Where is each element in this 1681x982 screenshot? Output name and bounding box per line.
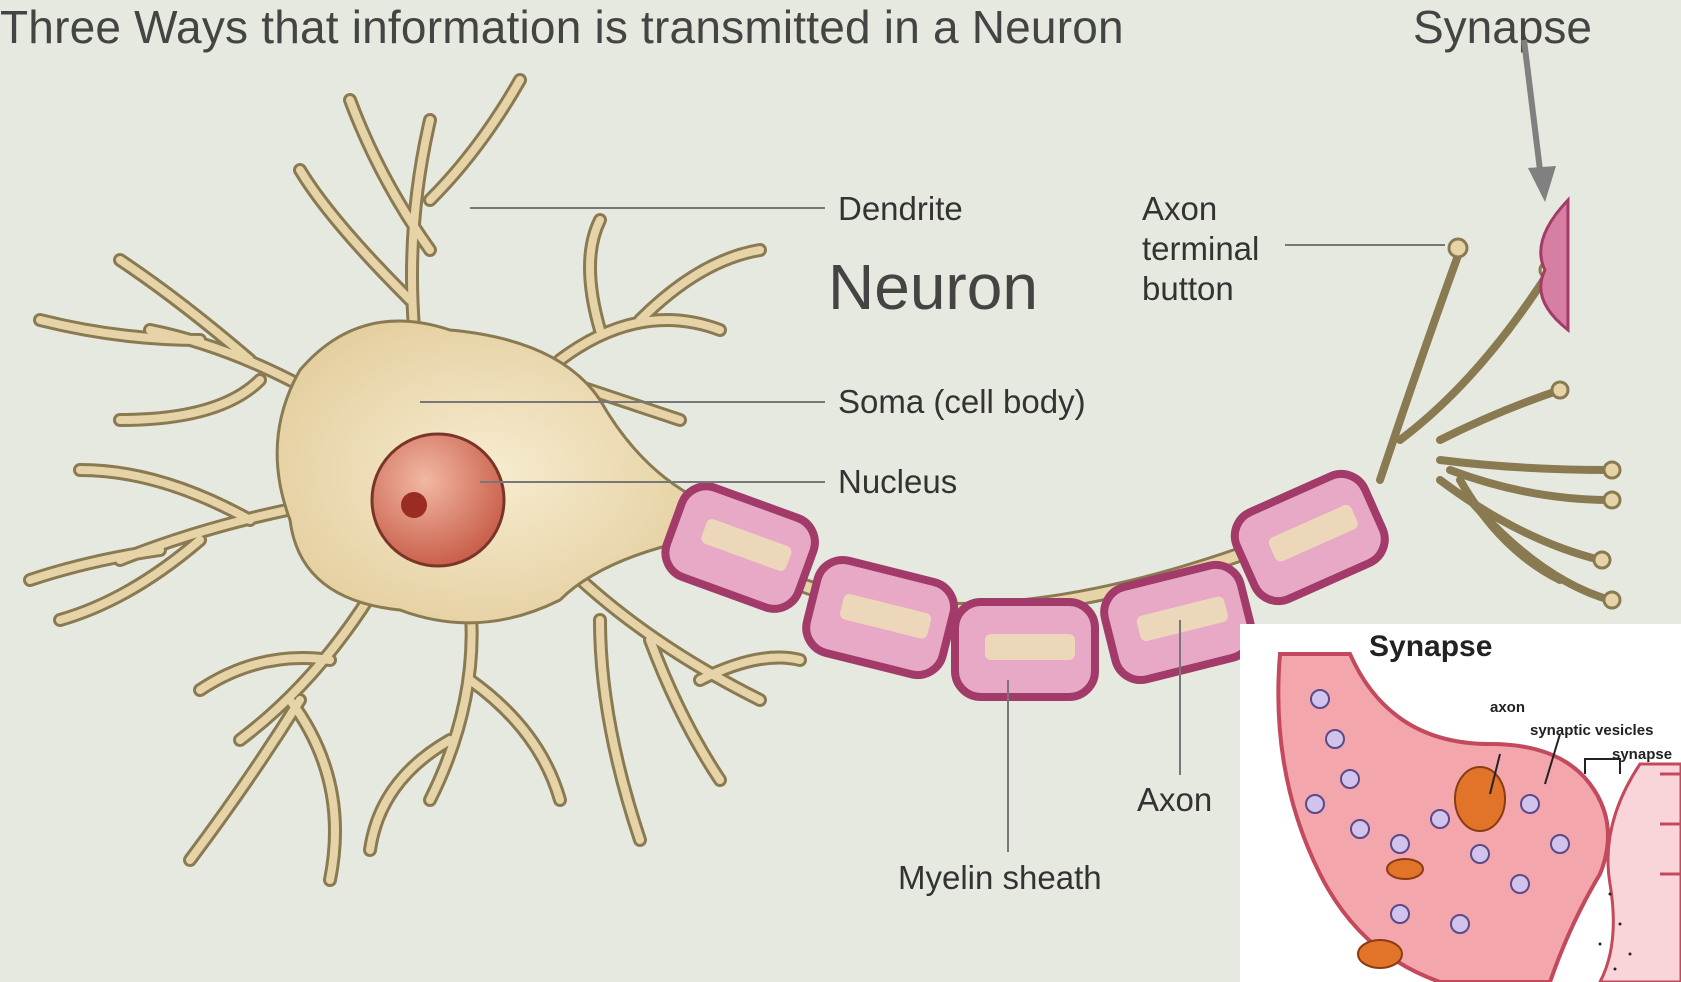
synapse-inset-illustration — [1240, 624, 1681, 982]
inset-label-axon: axon — [1490, 699, 1525, 716]
label-axon-terminal-1: Axon — [1142, 189, 1217, 229]
label-axon-terminal-3: button — [1142, 269, 1234, 309]
nucleolus-shape — [401, 492, 427, 518]
label-axon-terminal-2: terminal — [1142, 229, 1259, 269]
label-myelin-sheath: Myelin sheath — [898, 858, 1102, 898]
synapse-inset: Synapse axon synaptic vesicles synapse — [1240, 624, 1681, 982]
neuron-heading: Neuron — [828, 250, 1038, 324]
synapse-arrow — [1524, 40, 1556, 202]
nucleus-shape — [372, 434, 504, 566]
label-soma: Soma (cell body) — [838, 382, 1086, 422]
label-axon: Axon — [1137, 780, 1212, 820]
postsynaptic-cell — [1541, 200, 1568, 330]
inset-label-vesicles: synaptic vesicles — [1530, 722, 1653, 739]
inset-label-synapse: synapse — [1612, 746, 1672, 763]
inset-title: Synapse — [1369, 630, 1492, 664]
label-nucleus: Nucleus — [838, 462, 957, 502]
axon-terminals — [1380, 250, 1610, 600]
label-dendrite: Dendrite — [838, 189, 963, 229]
